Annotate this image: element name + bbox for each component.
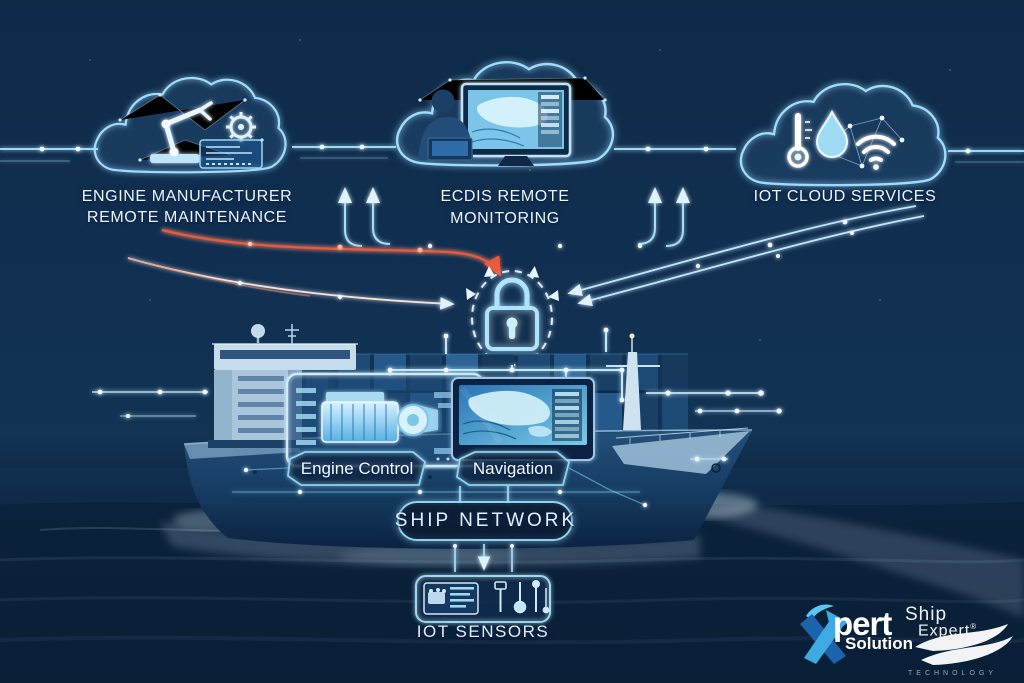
cloud-label-iot: IOT CLOUD SERVICES (753, 188, 937, 205)
chart-landmass (468, 390, 551, 426)
wifi-icon (856, 134, 896, 170)
robot-arm-icon (150, 101, 213, 163)
node-dots (39, 144, 971, 548)
cloud-connectors (127, 187, 925, 310)
engine-card-icon (423, 582, 479, 615)
radar-dome (251, 324, 265, 338)
ecdis-monitor-icon (460, 82, 572, 166)
water-drop-icon (815, 109, 849, 158)
engine-control-panel (285, 372, 485, 468)
pin-sensor-icon (532, 580, 550, 614)
cloud-label-ecdis-line2: MONITORING (450, 210, 560, 227)
navigation-screen (451, 377, 595, 478)
cloud-rails (0, 146, 1024, 163)
label-plates (287, 451, 571, 486)
registered-mark: ® (970, 622, 978, 631)
xpert-logo-subtitle: Solution (845, 634, 913, 653)
engine-control-label: Engine Control (300, 459, 414, 478)
probe-icon (494, 581, 507, 612)
ship-network-label: SHIP NETWORK (394, 510, 578, 531)
iot-sensors-box (415, 575, 551, 623)
engine-icon (321, 392, 438, 443)
ship-expert-word2: Expert® (918, 622, 978, 640)
cloud-iot (739, 82, 947, 187)
padlock (471, 270, 553, 366)
ship-expert-word1: Ship (905, 604, 948, 625)
operator-silhouette (418, 89, 473, 161)
ship-network-pill (397, 501, 573, 541)
navigation-label: Navigation (472, 459, 554, 478)
ball-probe-icon (513, 582, 527, 614)
iot-sensors-label: IOT SENSORS (416, 622, 550, 641)
foremast (606, 333, 660, 430)
navigation-plate (456, 451, 571, 486)
cloud-engine-manufacturer (93, 76, 287, 174)
xpert-logo-name: pert (833, 605, 892, 642)
lock-entry-arrows (466, 266, 559, 301)
bow-wake (700, 505, 1024, 618)
red-flow-arrows (127, 228, 502, 310)
engine-control-plate (287, 451, 427, 486)
network-sensor-connectors (454, 486, 513, 572)
control-panel-icon (199, 139, 263, 169)
gear-icon (226, 112, 256, 142)
blue-flow-arrows (567, 205, 925, 307)
superstructure (208, 324, 358, 448)
xpert-solution-logo (800, 604, 848, 664)
cloud-label-engine-manufacturer-line1: ENGINE MANUFACTURER (81, 188, 293, 205)
ship-expert-tagline: TECHNOLOGY (908, 670, 998, 677)
cloud-ecdis (395, 60, 615, 167)
cloud-label-ecdis-line1: ECDIS REMOTE (440, 188, 570, 205)
sky-particles (89, 38, 952, 342)
thermometer-icon (787, 113, 812, 168)
cloud-label-engine-manufacturer-line2: REMOTE MAINTENANCE (86, 209, 288, 226)
mast (285, 324, 299, 344)
ship-expert-logo (915, 624, 1013, 665)
padlock-icon (485, 277, 539, 351)
